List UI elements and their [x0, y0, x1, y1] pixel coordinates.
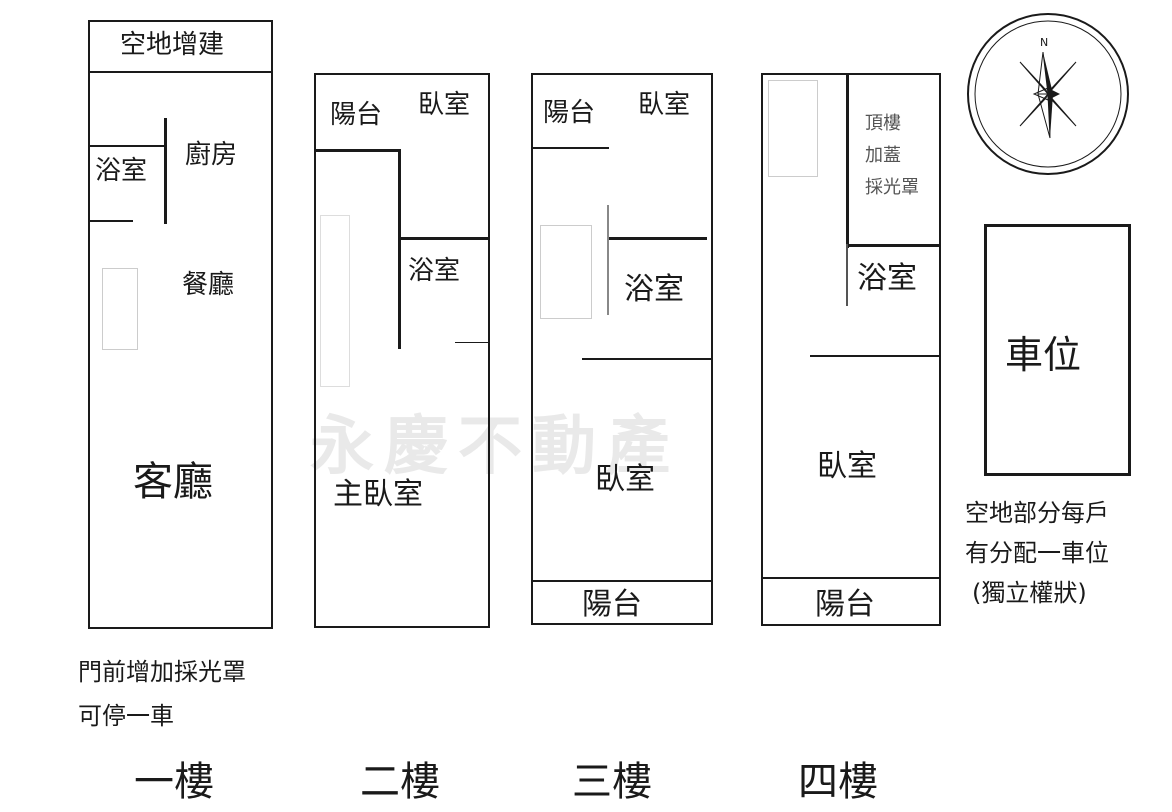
f1-stairs — [102, 268, 138, 350]
parking-note-line2: 有分配一車位 — [965, 539, 1109, 567]
f4-bath-wall-left — [846, 244, 848, 306]
floor-2-outline — [314, 73, 490, 628]
f4-bathroom-label: 浴室 — [857, 261, 917, 296]
floor-3-title: 三樓 — [572, 759, 652, 805]
f2-master-label: 主臥室 — [333, 477, 423, 512]
f4-stairs — [768, 80, 818, 177]
f3-bath-wall-top — [609, 237, 707, 240]
f3-bath-wall-left — [607, 205, 609, 315]
f3-bath-wall-bottom — [582, 358, 711, 360]
compass-icon: N — [967, 13, 1129, 175]
f3-balcony-top-label: 陽台 — [543, 98, 596, 128]
floor-4-title: 四樓 — [798, 759, 878, 805]
f4-balcony-wall — [761, 577, 941, 579]
f3-bedroom-top-label: 臥室 — [638, 90, 691, 120]
f1-bathroom-label: 浴室 — [95, 156, 148, 186]
f4-bath-wall-bottom — [810, 355, 941, 357]
f2-bedroom-label: 臥室 — [418, 90, 471, 120]
parking-note-line1: 空地部分每戶 — [965, 499, 1109, 527]
f3-balcony-wall — [531, 147, 609, 149]
f1-note-line1: 門前增加採光罩 — [78, 658, 246, 686]
f2-balcony-wall — [314, 149, 400, 152]
f3-balcony-bottom-label: 陽台 — [582, 587, 642, 622]
f2-stairs — [320, 215, 350, 387]
f4-shed-line1: 頂樓 — [865, 113, 901, 134]
f4-shed-line2: 加蓋 — [865, 145, 901, 166]
floor-4-outline — [761, 73, 941, 626]
floor-1-outline — [88, 71, 273, 629]
bath-wall-bottom — [88, 220, 133, 222]
parking-space — [984, 224, 1131, 476]
parking-label: 車位 — [1005, 333, 1082, 377]
floor-2-title: 二樓 — [360, 759, 440, 805]
floor-3-outline — [531, 73, 713, 625]
f4-balcony-label: 陽台 — [815, 587, 875, 622]
f4-shed-line3: 採光罩 — [865, 177, 919, 198]
floor-1-title: 一樓 — [134, 759, 214, 805]
f2-bath-wall-top — [400, 237, 488, 240]
f3-bathroom-label: 浴室 — [624, 272, 684, 307]
f1-kitchen-label: 廚房 — [185, 140, 238, 170]
f2-bath-wall-bottom — [455, 342, 490, 343]
f4-bedroom-label: 臥室 — [817, 449, 877, 484]
f3-bedroom-label: 臥室 — [595, 462, 655, 497]
f4-bath-wall-top — [846, 244, 941, 247]
parking-note-line3: (獨立權狀) — [972, 579, 1087, 607]
f2-balcony-label: 陽台 — [330, 100, 383, 130]
compass-north-label: N — [1040, 36, 1048, 49]
f4-shed-wall-left — [846, 73, 849, 248]
f2-bathroom-label: 浴室 — [408, 256, 461, 286]
f1-note-line2: 可停一車 — [78, 702, 174, 730]
watermark: 永慶不動產 — [310, 410, 680, 484]
f1-living-label: 客廳 — [133, 459, 213, 505]
f2-bath-wall-left — [398, 149, 401, 349]
f3-balcony-bottom-wall — [531, 580, 713, 582]
extension-label: 空地增建 — [120, 30, 225, 60]
f1-dining-label: 餐廳 — [182, 270, 235, 300]
bath-wall-top — [88, 145, 166, 147]
bath-wall-right — [164, 118, 167, 224]
f3-stairs — [540, 225, 592, 319]
